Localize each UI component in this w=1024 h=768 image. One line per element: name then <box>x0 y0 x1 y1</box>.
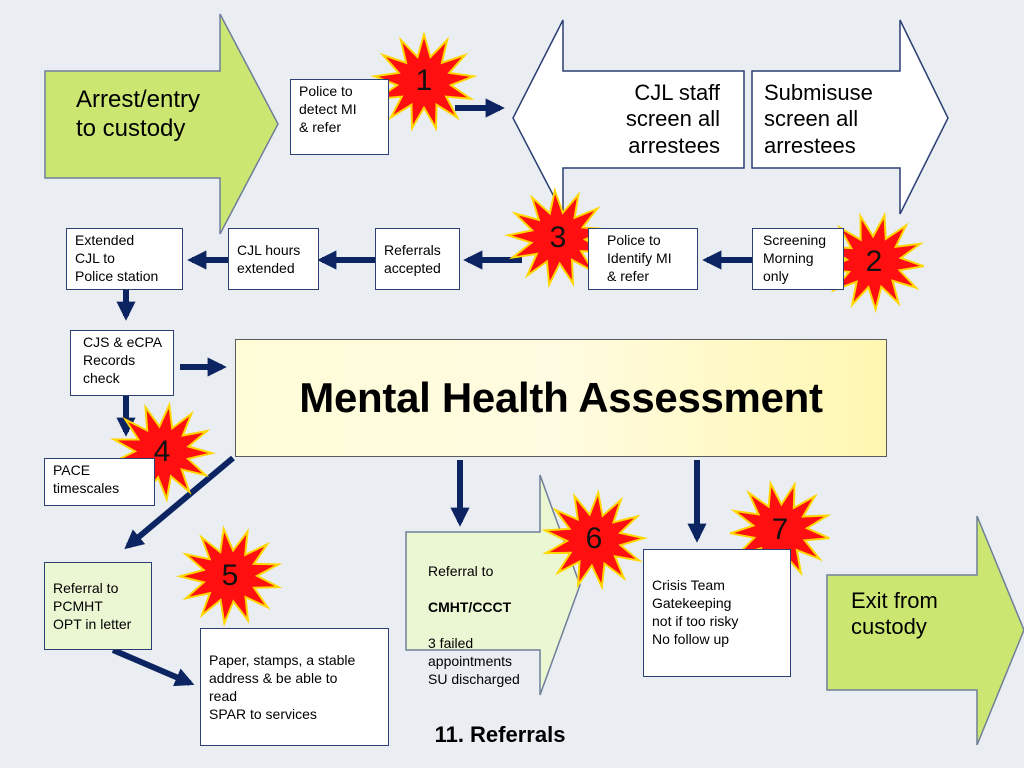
cmht-line3: 3 failed appointments SU discharged <box>428 635 520 687</box>
mental-health-assessment-box: Mental Health Assessment <box>235 339 887 457</box>
burst-number-5: 5 <box>221 559 239 592</box>
cjl-hours-box: CJL hours extended <box>228 228 319 290</box>
submisuse-label: Submisuse screen all arrestees <box>764 80 873 158</box>
starburst-7 <box>729 479 832 582</box>
burst-number-7: 7 <box>771 513 789 546</box>
burst-number-3: 3 <box>549 221 567 254</box>
pcmht-box: Referral to PCMHT OPT in letter <box>44 562 152 650</box>
crisis-box: Crisis Team Gatekeeping not if too risky… <box>643 549 791 677</box>
referrals-accepted-box: Referrals accepted <box>375 228 460 290</box>
exit-arrow <box>826 515 1024 746</box>
burst-number-4: 4 <box>153 435 171 468</box>
burst-number-6: 6 <box>585 522 603 555</box>
cmht-label: Referral to CMHT/CCCT 3 failed appointme… <box>428 544 520 706</box>
submisuse-arrow <box>751 19 949 215</box>
slide-title: 11. Referrals <box>434 722 566 747</box>
arrest-arrow <box>44 13 279 235</box>
mental-health-assessment-title: Mental Health Assessment <box>299 374 823 421</box>
extended-cjl-box: Extended CJL to Police station <box>66 228 183 290</box>
connector-arrow <box>111 647 195 687</box>
starburst-5 <box>176 525 283 627</box>
starburst-6 <box>541 489 648 591</box>
cmht-line1: Referral to <box>428 563 494 579</box>
screening-morning-box: Screening Morning only <box>752 228 844 290</box>
police-identify-box: Police to Identify MI & refer <box>588 228 698 290</box>
records-check-box: CJS & eCPA Records check <box>70 330 174 396</box>
cjl-staff-arrow <box>512 19 745 215</box>
paper-box: Paper, stamps, a stable address & be abl… <box>200 628 389 746</box>
cmht-line2: CMHT/CCCT <box>428 599 512 615</box>
exit-label: Exit from custody <box>851 588 938 640</box>
pace-box: PACE timescales <box>44 458 155 506</box>
cmht-arrow <box>405 474 581 696</box>
cjl-staff-label: CJL staff screen all arrestees <box>625 80 720 158</box>
arrest-label: Arrest/entry to custody <box>76 86 201 142</box>
burst-number-2: 2 <box>865 245 883 278</box>
connector-arrow <box>124 455 235 550</box>
starburst-1 <box>370 30 478 132</box>
burst-number-1: 1 <box>415 64 433 97</box>
police-detect-box: Police to detect MI & refer <box>290 79 389 155</box>
